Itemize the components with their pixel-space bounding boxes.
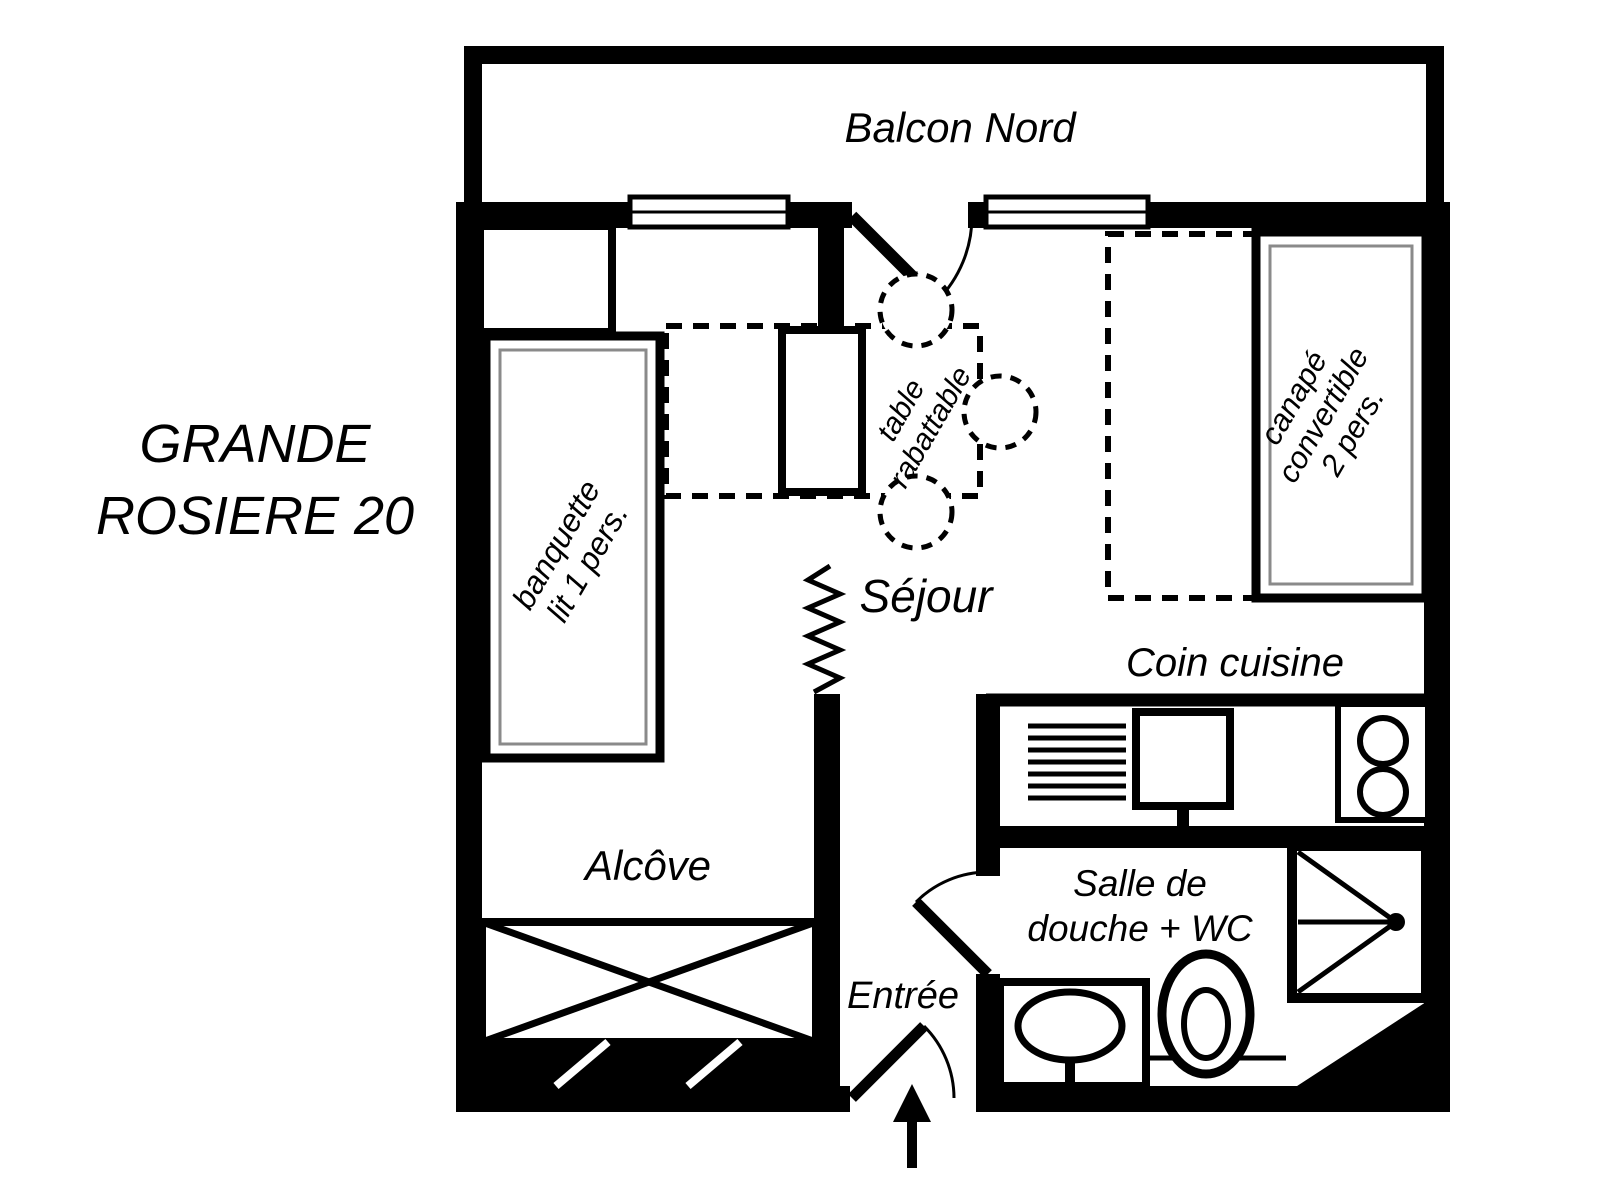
alcove-storage-band [482,1042,816,1086]
outer-walls [456,202,1450,1112]
toilet-bowl-inner [1181,987,1231,1061]
entrance-door-leaf [848,1022,928,1102]
dish-rack-icon [1028,723,1126,801]
wall-bottom-seg2 [976,1086,1450,1112]
shower-line-3 [1296,919,1398,995]
entrance-label: Entrée [847,975,959,1017]
shower-icon [1287,841,1431,1003]
chair-bottom [877,473,955,551]
bench-bed-outline [481,331,665,763]
balcony-wall-left [464,46,482,214]
alcove-storage-stripe-1 [553,1038,611,1090]
balcony: Balcon Nord [464,46,1444,214]
wall-left [456,202,482,1112]
folding-table-folded [778,326,866,496]
bathroom-label-line2: douche + WC [1027,908,1252,949]
entrance: Entrée [847,975,959,1168]
bathroom-corner-duct [1294,1002,1426,1088]
bathroom-label-line1: Salle de [1073,863,1207,904]
living-room-label: Séjour [860,570,995,622]
entrance-door-swing-arc [922,1024,956,1099]
bathroom-door-swing-arc [914,870,989,904]
radiator-symbol [801,563,847,695]
alcove-storage-stripe-2 [685,1038,743,1090]
alcove: Alcôve [478,842,820,1090]
toilet-icon [1150,949,1286,1079]
alcove-bed-cross-2 [480,918,818,1046]
sofa-bed-open-outline [1105,231,1261,601]
bathroom: Salle de douche + WC [912,841,1431,1090]
toilet-bowl [1157,949,1255,1079]
living-room: Séjour [801,563,995,695]
wall-bottom-seg1 [456,1086,850,1112]
closet [476,222,616,336]
wall-stub-balcony-door [818,202,844,334]
shower-drain [1387,913,1405,931]
entrance-arrow-icon [893,1084,931,1122]
wall-top-seg4 [1146,202,1450,228]
folding-table-label: table rabattable [871,361,979,493]
stove-burner-bottom [1357,766,1409,818]
kitchen-label: Coin cuisine [1126,641,1344,685]
sofa-bed: canapé convertible 2 pers. [1105,227,1431,603]
shower-line-1 [1296,849,1398,925]
balcony-wall-top [464,46,1444,64]
sofa-bed-outline [1251,227,1431,603]
washbasin-bowl [1014,988,1126,1064]
bathroom-door-leaf [912,898,992,978]
washbasin-icon [996,978,1150,1090]
plan-title-line1: GRANDE [139,414,371,474]
stove-burner-top [1357,715,1409,767]
chair-right [961,373,1039,451]
plan-title-line2: ROSIERE 20 [96,486,414,546]
bench-bed: banquette lit 1 pers. [481,331,665,763]
chair-top [877,271,955,349]
kitchen-sink-icon [1132,708,1234,810]
balcony-wall-right [1426,46,1444,214]
sofa-bed-mattress [1268,244,1414,586]
north-windows [627,194,1151,230]
alcove-label: Alcôve [582,842,711,889]
bench-bed-mattress [498,348,648,746]
kitchen-left-wall [976,694,1000,876]
plan-title: GRANDE ROSIERE 20 [96,414,414,546]
kitchen: Coin cuisine [976,641,1450,876]
balcony-label: Balcon Nord [844,104,1077,151]
folding-table: table rabattable [663,271,1039,551]
